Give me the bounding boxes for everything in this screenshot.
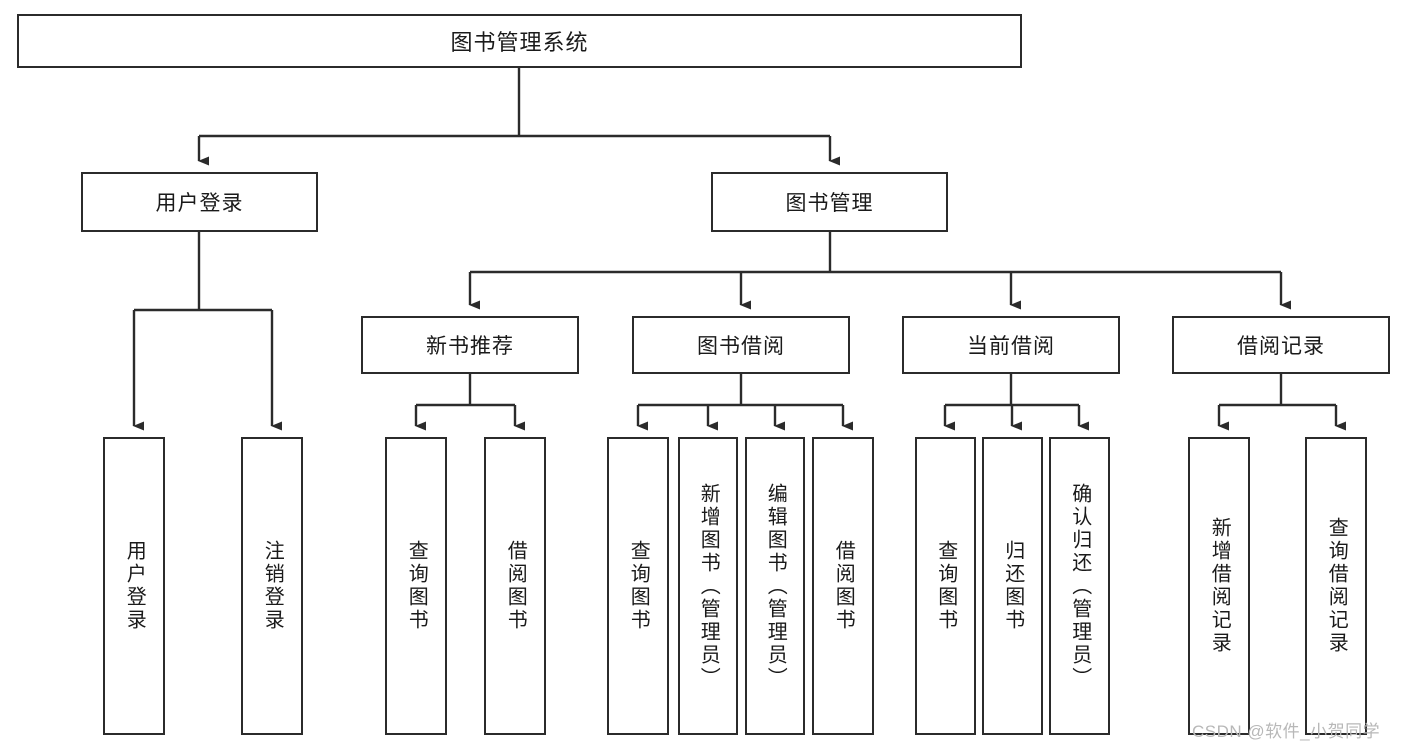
leaf-node-return-book[interactable]: 归还图书 [982,437,1043,735]
node-label: 借阅图书 [504,540,527,632]
csdn-watermark: CSDN @软件_小贺同学 [1192,722,1381,741]
node-label: 图书管理系统 [450,30,589,55]
node-label: 归还图书 [1001,540,1024,632]
node-current-borrow[interactable]: 当前借阅 [902,316,1120,374]
node-label: 用户登录 [123,540,146,632]
node-root-system[interactable]: 图书管理系统 [17,14,1022,68]
node-label: 新增借阅记录 [1208,517,1231,655]
leaf-node-borrow-book[interactable]: 借阅图书 [812,437,874,735]
leaf-node-add-book-admin[interactable]: 新增图书（管理员） [678,437,738,735]
node-label: 用户登录 [155,192,244,215]
node-user-login[interactable]: 用户登录 [81,172,318,232]
node-label: 图书管理 [785,192,874,215]
node-label: 新书推荐 [426,335,514,358]
leaf-node-add-borrow-record[interactable]: 新增借阅记录 [1188,437,1250,735]
leaf-node-query-borrow-record[interactable]: 查询借阅记录 [1305,437,1367,735]
node-borrow-record[interactable]: 借阅记录 [1172,316,1390,374]
leaf-node-edit-book-admin[interactable]: 编辑图书（管理员） [745,437,805,735]
leaf-node-user-login[interactable]: 用户登录 [103,437,165,735]
node-label: 当前借阅 [967,335,1055,358]
node-book-management[interactable]: 图书管理 [711,172,948,232]
node-label: 查询借阅记录 [1325,517,1348,655]
node-book-borrow[interactable]: 图书借阅 [632,316,850,374]
node-label: 新增图书（管理员） [697,482,720,690]
node-label: 查询图书 [934,540,957,632]
node-new-book-recommend[interactable]: 新书推荐 [361,316,579,374]
leaf-node-query-book-newbook[interactable]: 查询图书 [385,437,447,735]
node-label: 查询图书 [627,540,650,632]
leaf-node-logout[interactable]: 注销登录 [241,437,303,735]
node-label: 查询图书 [405,540,428,632]
leaf-node-query-book-borrow[interactable]: 查询图书 [607,437,669,735]
leaf-node-confirm-return-admin[interactable]: 确认归还（管理员） [1049,437,1110,735]
node-label: 借阅图书 [832,540,855,632]
node-label: 图书借阅 [697,335,785,358]
leaf-node-borrow-book-newbook[interactable]: 借阅图书 [484,437,546,735]
node-label: 确认归还（管理员） [1068,482,1091,690]
node-label: 注销登录 [261,540,284,632]
leaf-node-query-book-current[interactable]: 查询图书 [915,437,976,735]
node-label: 编辑图书（管理员） [764,482,787,690]
node-label: 借阅记录 [1237,335,1325,358]
